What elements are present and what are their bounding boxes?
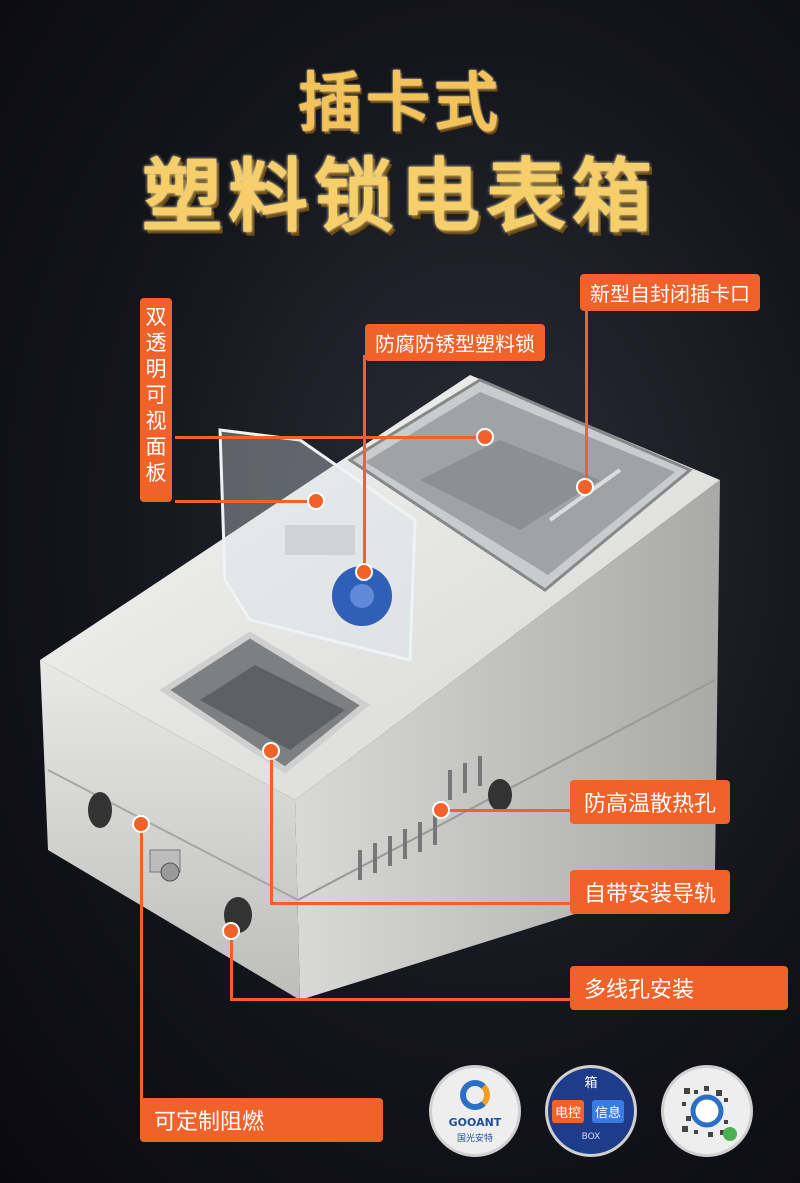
qr-code-icon bbox=[682, 1086, 737, 1141]
qr-code-badge[interactable] bbox=[664, 1068, 750, 1154]
label-vents: 防高温散热孔 bbox=[570, 780, 731, 824]
label-rail: 自带安装导轨 bbox=[570, 870, 731, 914]
title-line2: 塑料锁电表箱 bbox=[142, 150, 658, 243]
leader-lock-v bbox=[363, 355, 366, 570]
dot-flame bbox=[132, 815, 150, 833]
dot-rail bbox=[262, 742, 280, 760]
info-top-text: 箱 bbox=[584, 1076, 598, 1091]
brand-logo-text: GOOANT bbox=[448, 1116, 502, 1129]
brand-logo-badge: GOOANT 国光安特 bbox=[432, 1068, 518, 1154]
dot-vents bbox=[432, 801, 450, 819]
leader-card-v bbox=[585, 300, 588, 485]
leader-holes-h bbox=[230, 998, 580, 1001]
dot-lock bbox=[355, 563, 373, 581]
label-double-panel: 双透明可视面板 bbox=[140, 298, 172, 502]
label-lock: 防腐防锈型塑料锁 bbox=[365, 324, 545, 361]
leader-holes-v bbox=[230, 930, 233, 1000]
leader-panel-h1 bbox=[175, 436, 487, 439]
leader-vents-h bbox=[440, 809, 580, 812]
leader-flame-v bbox=[140, 825, 143, 1110]
title-line1: 插卡式 bbox=[298, 67, 502, 141]
dot-holes bbox=[222, 922, 240, 940]
dot-card bbox=[576, 478, 594, 496]
info-left-text: 电控 bbox=[552, 1100, 585, 1123]
label-holes: 多线孔安装 bbox=[570, 966, 788, 1010]
dot-panel-2 bbox=[307, 492, 325, 510]
dot-panel-1 bbox=[476, 428, 494, 446]
info-box-badge: 箱 电控 信息 BOX bbox=[548, 1068, 634, 1154]
leader-rail-v bbox=[270, 750, 273, 903]
label-flame: 可定制阻燃 bbox=[140, 1098, 383, 1142]
info-right-text: 信息 bbox=[592, 1100, 625, 1123]
label-card-slot: 新型自封闭插卡口 bbox=[580, 274, 760, 311]
leader-rail-h bbox=[270, 902, 580, 905]
info-bottom-text: BOX bbox=[581, 1132, 601, 1142]
brand-sub-text: 国光安特 bbox=[456, 1134, 493, 1144]
brand-g-icon bbox=[460, 1080, 490, 1110]
leader-panel-h2 bbox=[175, 500, 317, 503]
